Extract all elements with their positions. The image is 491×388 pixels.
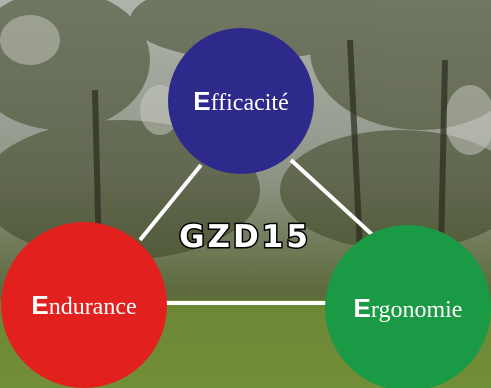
efficacite-node: Efficacité — [168, 28, 314, 174]
product-model-label: GZD15 — [178, 219, 311, 255]
ergonomie-label: Ergonomie — [353, 292, 463, 323]
edge-top-right — [289, 158, 380, 242]
efficacite-label: Efficacité — [193, 85, 289, 116]
ergonomie-node: Ergonomie — [325, 225, 491, 388]
endurance-node: Endurance — [1, 222, 167, 388]
endurance-label: Endurance — [31, 289, 137, 320]
edge-top-left — [138, 163, 203, 242]
